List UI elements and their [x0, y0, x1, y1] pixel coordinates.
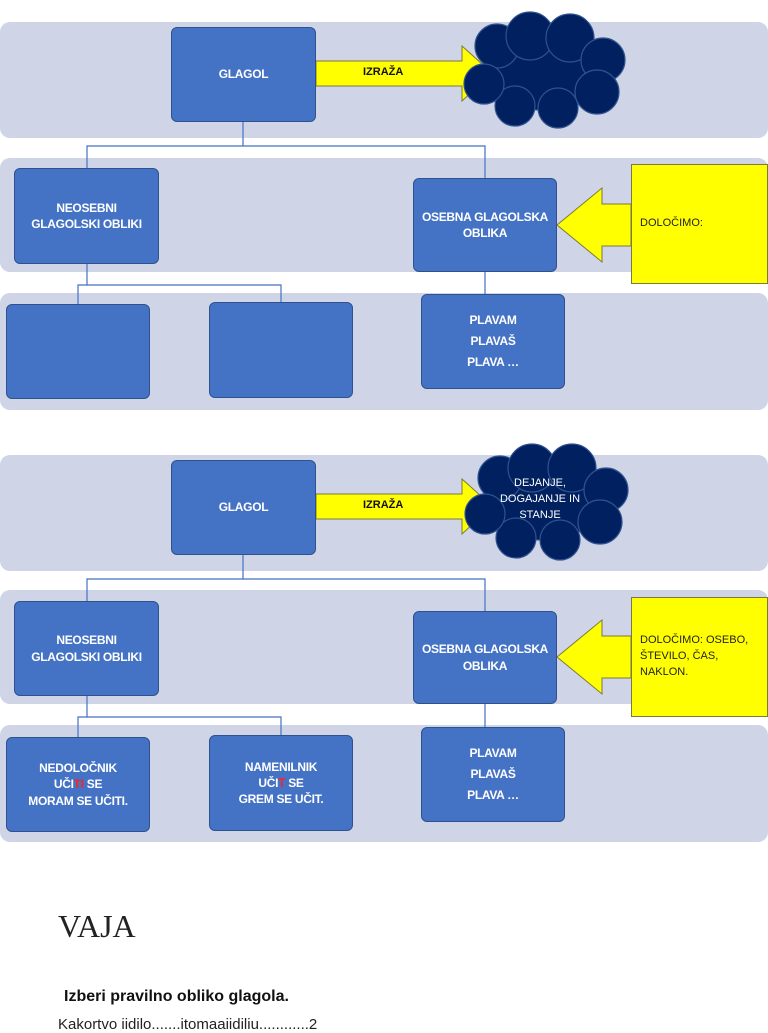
nedolocnik-word: UČITI SE: [53, 776, 103, 792]
diagram1-right-node-line1: OSEBNA GLAGOLSKA: [421, 209, 549, 224]
diagram2-left-node-line1: NEOSEBNI: [56, 633, 117, 648]
namenilnik-word-stem: UČI: [258, 775, 279, 790]
diagram2-left-node: NEOSEBNI GLAGOLSKI OBLIKI: [14, 601, 159, 696]
diagram1-arrow-label: IZRAŽA: [363, 66, 404, 78]
namenilnik-word: UČIT SE: [258, 775, 304, 791]
namenilnik-title: NAMENILNIK: [244, 759, 318, 774]
diagram2-example-1: PLAVAM: [469, 746, 517, 760]
diagram1-empty-box-1: [6, 304, 150, 399]
diagram2-right-node: OSEBNA GLAGOLSKA OBLIKA: [413, 611, 557, 704]
diagram1-band-top: [0, 22, 768, 138]
diagram1-callout: DOLOČIMO:: [631, 164, 768, 284]
diagram1-example-3: PLAVA …: [467, 355, 519, 369]
diagram2-examples-box: PLAVAM PLAVAŠ PLAVA …: [421, 727, 565, 822]
diagram1-example-2: PLAVAŠ: [470, 334, 516, 348]
diagram1-examples-box: PLAVAM PLAVAŠ PLAVA …: [421, 294, 565, 389]
diagram2-right-node-line1: OSEBNA GLAGOLSKA: [421, 642, 549, 657]
exercise-instruction: Izberi pravilno obliko glagola.: [64, 988, 289, 1005]
diagram2-callout-line2: ŠTEVILO, ČAS,: [640, 650, 719, 663]
diagram1-left-node-line2: GLAGOLSKI OBLIKI: [31, 217, 142, 231]
exercise-heading: VAJA: [58, 908, 136, 944]
diagram2-left-node-line2: GLAGOLSKI OBLIKI: [31, 649, 142, 664]
nedolocnik-example: MORAM SE UČITI.: [28, 793, 128, 808]
diagram2-root-node: GLAGOL: [171, 460, 316, 555]
diagram2-right-node-line2: OBLIKA: [462, 658, 508, 673]
diagram2-callout-line3: NAKLON.: [640, 665, 689, 678]
diagram2-arrow-label: IZRAŽA: [363, 499, 404, 511]
diagram2-example-3: PLAVA …: [467, 788, 519, 802]
diagram1-left-node: NEOSEBNI GLAGOLSKI OBLIKI: [14, 168, 159, 264]
diagram2-cloud-line1: DEJANJE,: [514, 477, 566, 489]
diagram2-namenilnik-box: NAMENILNIK UČIT SE GREM SE UČIT.: [209, 735, 353, 831]
diagram1-root-label: GLAGOL: [218, 67, 269, 82]
diagram1-right-node: OSEBNA GLAGOLSKA OBLIKA: [413, 178, 557, 272]
diagram2-example-2: PLAVAŠ: [470, 767, 516, 781]
diagram2-nedolocnik-box: NEDOLOČNIK UČITI SE MORAM SE UČITI.: [6, 737, 150, 832]
diagram2-cloud-line2: DOGAJANJE IN: [499, 492, 581, 505]
diagram2-callout-line1: DOLOČIMO: OSEBO,: [640, 634, 749, 647]
diagram2-band-top: [0, 455, 768, 571]
nedolocnik-word-stem: UČI: [53, 777, 74, 792]
diagram1-right-node-line2: OBLIKA: [462, 226, 508, 240]
diagram1-empty-box-2: [209, 302, 353, 398]
diagram1-left-node-line1: NEOSEBNI: [56, 200, 117, 215]
diagram2-root-label: GLAGOL: [218, 500, 269, 515]
namenilnik-word-ending: T: [278, 775, 286, 790]
exercise-question: Kakortvo iidilo.......itomaaiidiliu.....…: [58, 1016, 318, 1033]
diagram1-root-node: GLAGOL: [171, 27, 316, 122]
diagram2-cloud-text: DEJANJE, DOGAJANJE IN STANJE: [482, 476, 598, 524]
namenilnik-word-suffix: SE: [285, 775, 304, 790]
nedolocnik-word-ending: TI: [73, 777, 84, 792]
namenilnik-example: GREM SE UČIT.: [238, 792, 324, 807]
diagram1-callout-text: DOLOČIMO:: [640, 217, 703, 230]
diagram2-callout: DOLOČIMO: OSEBO, ŠTEVILO, ČAS, NAKLON.: [631, 597, 768, 717]
diagram2-cloud-line3: STANJE: [519, 508, 561, 521]
diagram1-example-1: PLAVAM: [469, 313, 517, 327]
nedolocnik-word-suffix: SE: [83, 777, 103, 792]
nedolocnik-title: NEDOLOČNIK: [39, 761, 117, 776]
